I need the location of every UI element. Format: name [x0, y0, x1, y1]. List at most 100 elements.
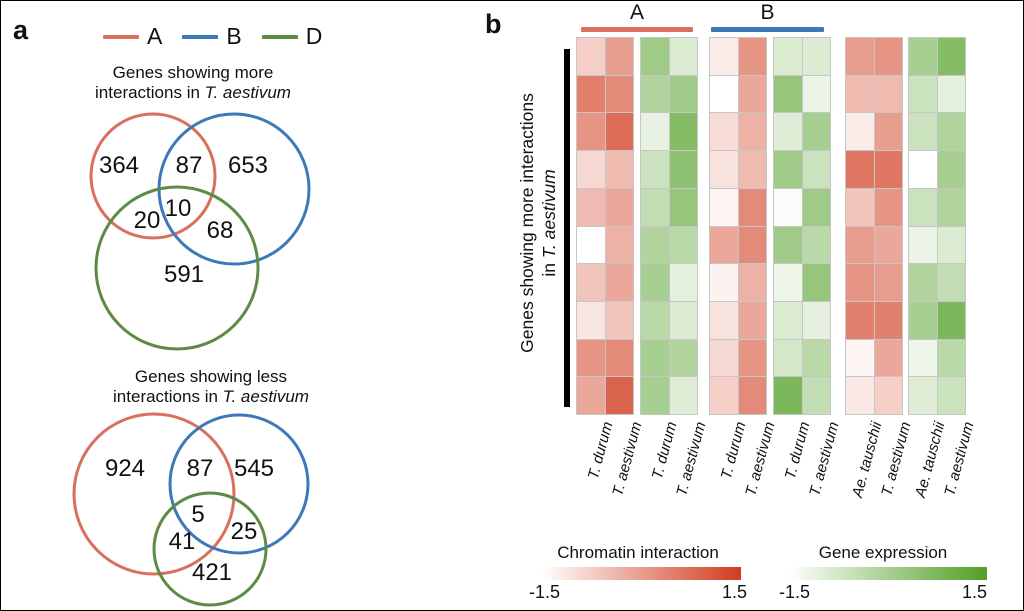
venn-more-title-line2: interactions in: [95, 83, 205, 103]
heatmap-cell: [937, 38, 965, 75]
heatmap-cell: [774, 151, 802, 188]
heatmap-cell: [802, 188, 830, 226]
heatmap-cell: [669, 188, 697, 226]
row-axis-species: T. aestivum: [538, 169, 559, 259]
heatmap-cell: [641, 377, 669, 414]
legend-line-b-icon: [182, 34, 219, 39]
heatmap-cell: [641, 301, 669, 339]
heatmap-cell: [577, 38, 605, 75]
heatmap-cell: [874, 264, 902, 301]
heatmap-cell: [738, 226, 766, 264]
venn-more-title-species: T. aestivum: [204, 83, 291, 103]
heatmap-cell: [669, 226, 697, 264]
column-label: T. durum: [717, 420, 749, 482]
legend-label-d: D: [305, 23, 323, 49]
heatmap-cell: [577, 151, 605, 188]
heatmap-cell: [937, 113, 965, 151]
heatmap-cell: [738, 75, 766, 113]
panel-b-label: b: [485, 9, 502, 39]
heatmap-cell: [909, 339, 937, 377]
heatmap-cell: [710, 339, 738, 377]
heatmap-cell: [802, 339, 830, 377]
heatmap-cell: [909, 188, 937, 226]
heatmap-cell: [802, 75, 830, 113]
heatmap-cell: [846, 38, 874, 75]
legend-line-d-icon: [261, 34, 298, 39]
venn-less-title-line2: interactions in: [113, 387, 223, 407]
heatmap-cell: [874, 151, 902, 188]
venn-more-title-line1: Genes showing more: [112, 63, 274, 82]
heatmap-cell: [874, 339, 902, 377]
venn-more-count-a: 364: [99, 152, 139, 179]
heatmap-block-d-expression: [908, 37, 966, 415]
chromatin-scale: Chromatin interaction -1.5 1.5: [529, 543, 747, 603]
heatmap-cell: [577, 113, 605, 151]
heatmap-cell: [738, 113, 766, 151]
heatmap-cell: [909, 226, 937, 264]
heatmap-cell: [909, 301, 937, 339]
column-label: T. durum: [648, 420, 680, 482]
heatmap-cell: [774, 339, 802, 377]
heatmap-cell: [605, 75, 633, 113]
heatmap-cell: [937, 377, 965, 414]
heatmap-cell: [669, 301, 697, 339]
heatmap-cell: [605, 151, 633, 188]
venn-less-title-species: T. aestivum: [222, 387, 309, 407]
chromatin-scale-max: 1.5: [721, 582, 747, 602]
heatmap-block-b-chromatin: [709, 37, 767, 415]
heatmap-cell: [738, 151, 766, 188]
heatmap-cell: [577, 339, 605, 377]
expression-scale-title: Gene expression: [818, 543, 948, 562]
heatmap-cell: [669, 113, 697, 151]
heatmap-cell: [937, 339, 965, 377]
row-axis-line2: in: [538, 258, 559, 277]
expression-scale-min: -1.5: [779, 582, 811, 602]
panel-a-label: a: [13, 15, 29, 45]
venn-less-count-ab: 87: [187, 455, 214, 482]
heatmap-cell: [846, 188, 874, 226]
heatmap-cell: [774, 264, 802, 301]
heatmap-cell: [846, 75, 874, 113]
heatmap-cell: [874, 377, 902, 414]
heatmap-cell: [710, 301, 738, 339]
heatmap-cell: [605, 113, 633, 151]
heatmap-cell: [774, 377, 802, 414]
heatmap-cell: [710, 38, 738, 75]
heatmap-cell: [669, 151, 697, 188]
venn-less-count-ad: 41: [169, 528, 196, 555]
venn-more-diagram: 364 87 653 20 10 68 591: [89, 112, 311, 351]
heatmap-cell: [710, 75, 738, 113]
heatmap-cell: [577, 226, 605, 264]
venn-less-title: Genes showing less interactions in T. ae…: [51, 367, 371, 408]
heatmap-cell: [802, 113, 830, 151]
heatmap-cell: [710, 226, 738, 264]
heatmap-cell: [641, 226, 669, 264]
row-axis-line1: Genes showing more interactions: [517, 93, 537, 353]
legend-label-b: B: [226, 23, 242, 49]
heatmap-cell: [874, 301, 902, 339]
heatmap-cell: [774, 113, 802, 151]
heatmap-cell: [577, 301, 605, 339]
heatmap-cell: [874, 38, 902, 75]
venn-more-count-ad: 20: [134, 207, 161, 234]
heatmap-cell: [738, 301, 766, 339]
heatmap-cell: [802, 226, 830, 264]
heatmap-cell: [669, 377, 697, 414]
heatmap-cell: [738, 339, 766, 377]
heatmap-cell: [710, 113, 738, 151]
heatmap-cell: [605, 339, 633, 377]
heatmap-cell: [909, 151, 937, 188]
heatmap-cell: [846, 151, 874, 188]
venn-less-diagram: 924 87 545 5 41 25 421: [72, 412, 310, 607]
venn-less-count-d: 421: [192, 559, 232, 586]
legend-label-a: A: [147, 23, 163, 49]
heatmap-cell: [937, 301, 965, 339]
heatmap-cell: [909, 264, 937, 301]
legend-item-d: D: [261, 23, 323, 50]
heatmap-cell: [774, 301, 802, 339]
heatmap-cell: [641, 75, 669, 113]
venn-less-count-abd: 5: [191, 501, 204, 528]
legend-item-b: B: [182, 23, 242, 50]
heatmap-cell: [605, 301, 633, 339]
